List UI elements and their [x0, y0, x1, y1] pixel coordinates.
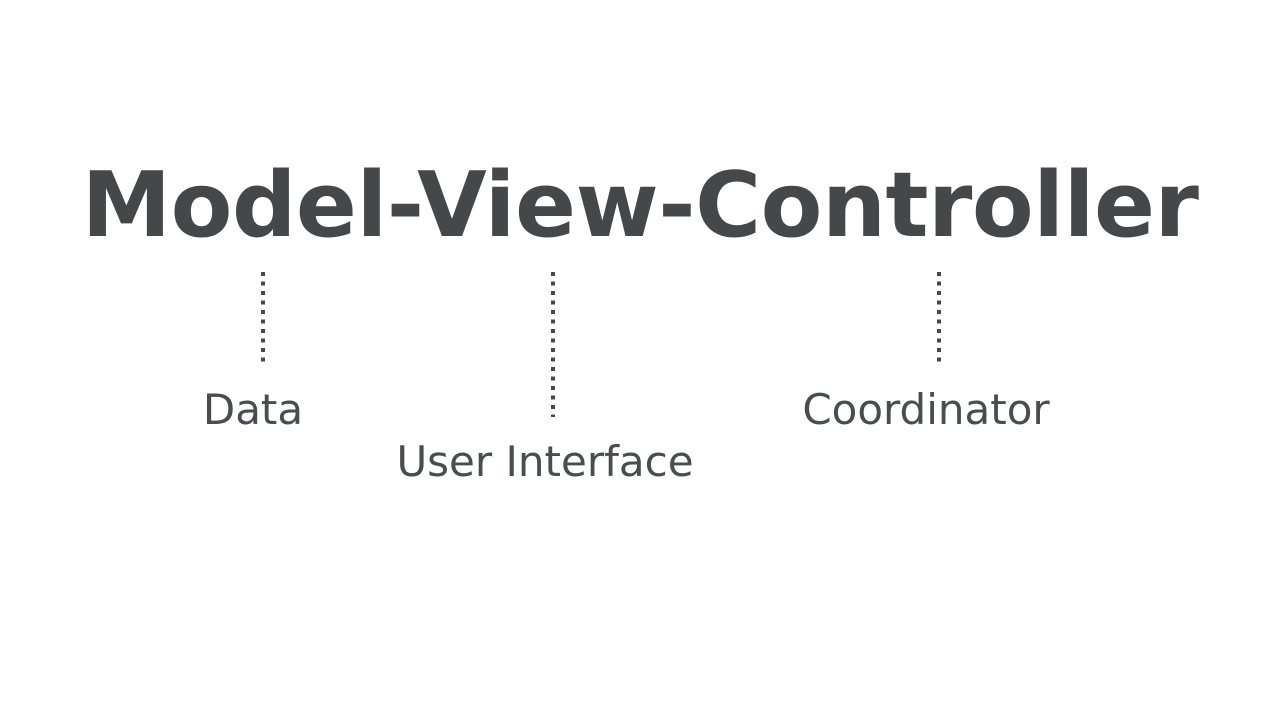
connector-line-model: [261, 272, 265, 363]
connector-line-view: [551, 272, 555, 417]
connector-line-controller: [937, 272, 941, 363]
label-view-user-interface: User Interface: [396, 437, 694, 486]
label-model-data: Data: [202, 385, 304, 434]
page-title: Model-View-Controller: [81, 153, 1199, 258]
label-controller-coordinator: Coordinator: [802, 385, 1050, 434]
